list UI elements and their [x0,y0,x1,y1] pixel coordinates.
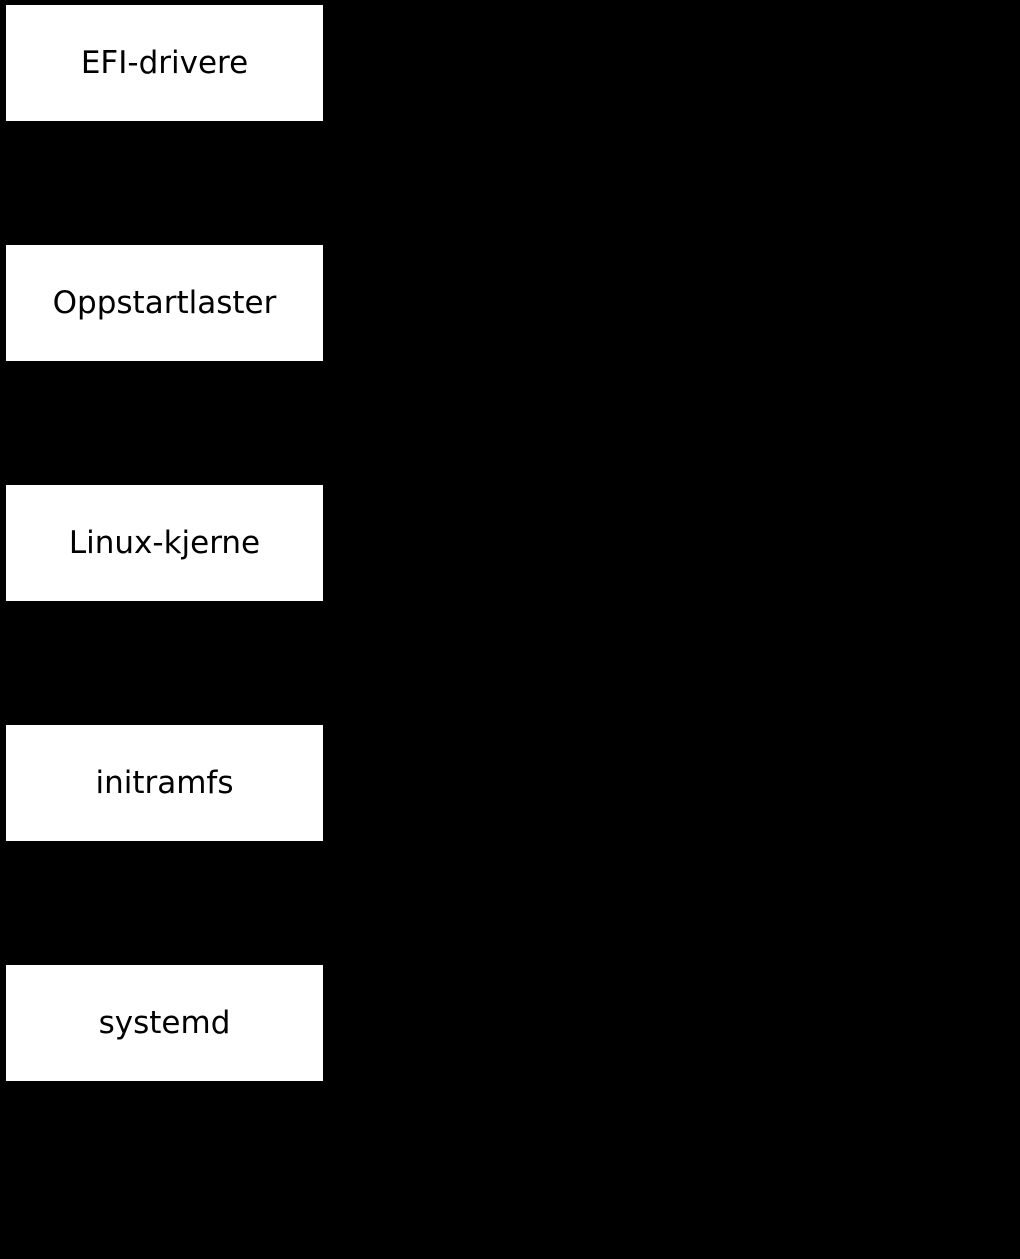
node-efi-drivere: EFI-drivere [6,5,323,121]
node-linux-kjerne: Linux-kjerne [6,485,323,601]
node-initramfs-label: initramfs [95,764,234,801]
node-linux-kjerne-label: Linux-kjerne [68,524,261,561]
node-systemd-label: systemd [98,1004,231,1041]
node-oppstartlaster: Oppstartlaster [6,245,323,361]
node-systemd: systemd [6,965,323,1081]
node-oppstartlaster-label: Oppstartlaster [52,284,277,321]
node-initramfs: initramfs [6,725,323,841]
node-efi-drivere-label: EFI-drivere [80,44,249,81]
